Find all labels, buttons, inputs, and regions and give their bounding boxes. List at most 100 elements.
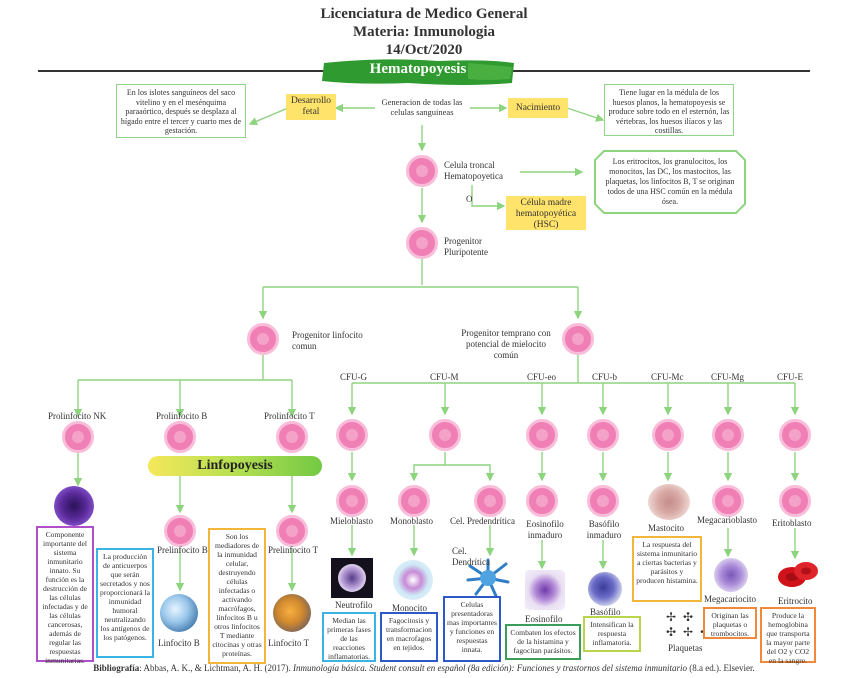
plaquetas-label: Plaquetas	[668, 643, 703, 653]
eritoblasto-label: Eritoblasto	[772, 518, 812, 528]
cfu-mg-label: CFU-Mg	[711, 372, 745, 382]
cfu-m-icon	[429, 419, 461, 451]
eritrocito-icon	[778, 562, 818, 587]
cfu-mc-label: CFU-Mc	[651, 372, 684, 382]
bibliography: Bibliografía: Abbas, A. K., & Lichtman, …	[0, 663, 848, 673]
linfocito-b-description: La producción de anticuerpos que serán s…	[96, 548, 154, 658]
pluripotent-progenitor-icon	[406, 227, 438, 259]
prolinfocito-b-icon	[164, 421, 196, 453]
monocito-icon	[393, 560, 433, 600]
o-label: O	[466, 194, 473, 204]
mastocito-description: La respuesta del sistema inmunitario a c…	[632, 536, 702, 602]
cfu-b-icon	[587, 419, 619, 451]
cfu-eo-label: CFU-eo	[527, 372, 556, 382]
birth-note: Tiene lugar en la médula de los huesos p…	[604, 84, 734, 136]
predendritica-icon	[474, 485, 506, 517]
basofilo-icon	[588, 572, 622, 606]
cfu-mg-icon	[712, 419, 744, 451]
basofilo-description: Intensifican la respuesta inflamatoria.	[583, 616, 641, 652]
linfocito-b-label: Linfocito B	[158, 638, 200, 648]
cfu-mc-icon	[652, 419, 684, 451]
eosinofilo-label: Eosinofilo	[525, 614, 563, 624]
cfu-e-icon	[779, 419, 811, 451]
prelinfocito-b-icon	[164, 515, 196, 547]
myeloid-progenitor-icon	[562, 323, 594, 355]
title-line-2: Materia: Inmunologia	[352, 24, 496, 40]
title-line-3: 14/Oct/2020	[385, 42, 463, 58]
plaquetas-icon: ✢ ✣✣ ✢ ✣	[666, 610, 713, 639]
eosinofilo-icon	[525, 570, 565, 610]
prelinfocito-t-label: Prelinfocito T	[268, 545, 319, 555]
linfocito-t-icon	[273, 594, 311, 632]
eritrocito-description: Produce la hemoglobina que transporta la…	[760, 607, 816, 665]
celula-troncal-label: Celula troncal Hematopoyetica	[444, 160, 503, 181]
linfopoyesis-banner: Linfopoyesis	[148, 456, 322, 476]
nacimiento-label: Nacimiento	[508, 98, 568, 118]
nk-description: Componente importante del sistema inmuni…	[36, 526, 94, 665]
neutrofilo-label: Neutrofilo	[335, 600, 373, 610]
monocito-description: Fagocitosis y transformacion en macrofag…	[380, 612, 438, 662]
prolinfocito-nk-icon	[62, 421, 94, 453]
megacarioblasto-icon	[712, 485, 744, 517]
prolinfocito-t-label: Prolinfocito T	[264, 411, 315, 421]
monocito-label: Monocito	[392, 603, 427, 613]
prolinfocito-t-icon	[276, 421, 308, 453]
eritrocito-label: Eritrocito	[778, 596, 813, 606]
eosinofilo-inmaduro-label: Eosinofilo inmaduro	[526, 519, 564, 540]
bibliography-tail: (8.a ed.). Elsevier.	[687, 663, 755, 673]
desarrollo-fetal-label: Desarrollo fetal	[286, 94, 336, 120]
bibliography-title: Inmunología básica. Student consult en e…	[293, 663, 687, 673]
prelinfocito-t-icon	[276, 515, 308, 547]
nk-cell-icon	[54, 486, 94, 526]
megacarioblasto-label: Megacarioblasto	[697, 515, 757, 525]
hematopoyesis-brush-banner	[322, 59, 514, 85]
hsc-note: Los eritrocitos, los granulocitos, los m…	[605, 157, 735, 206]
bibliography-label: Bibliografía	[93, 663, 140, 673]
fetal-development-note: En los islotes sanguíneos del saco vitel…	[116, 84, 246, 138]
basofilo-inmaduro-icon	[587, 485, 619, 517]
generacion-label: Generacion de todas las celulas sanguine…	[381, 97, 463, 117]
dendritica-description: Celulas presentadoras mas importantes y …	[443, 596, 501, 662]
hsc-note-octagon	[594, 150, 746, 214]
hematopoyesis-label: Hematopoyesis	[369, 61, 467, 77]
hematopoietic-stem-cell-icon	[406, 155, 438, 187]
bibliography-authors: : Abbas, A. K., & Lichtman, A. H. (2017)…	[139, 663, 294, 673]
mastocito-label: Mastocito	[648, 523, 684, 533]
lymphoid-progenitor-icon	[247, 323, 279, 355]
hsc-label: Célula madre hematopoyética (HSC)	[506, 196, 586, 230]
basofilo-inmaduro-label: Basófilo inmaduro	[586, 519, 622, 540]
eosinofilo-description: Combaten los efectos de la histamina y f…	[505, 624, 581, 660]
dendritica-icon	[466, 558, 510, 598]
cfu-b-label: CFU-b	[592, 372, 618, 382]
monoblasto-label: Monoblasto	[390, 516, 434, 526]
progenitor-mielocito-label: Progenitor temprano con potencial de mie…	[461, 328, 551, 360]
linfocito-t-description: Son los mediadores de la inmunidad celul…	[208, 528, 266, 664]
megacariocito-description: Originan las plaquetas o trombocitos.	[703, 607, 757, 639]
cfu-e-label: CFU-E	[777, 372, 804, 382]
cfu-g-label: CFU-G	[340, 372, 368, 382]
neutrofilo-description: Median las primeras fases de las reaccio…	[322, 612, 376, 662]
mastocito-icon	[648, 484, 690, 520]
title-line-1: Licenciatura de Medico General	[320, 6, 528, 22]
mieloblasto-label: Mieloblasto	[330, 516, 373, 526]
neutrofilo-image	[331, 558, 373, 598]
predendritica-label: Cel. Predendrítica	[450, 516, 515, 526]
monoblasto-icon	[398, 485, 430, 517]
basofilo-label: Basófilo	[590, 607, 621, 617]
prolinfocito-b-label: Prolinfocito B	[156, 411, 208, 421]
megacariocito-icon	[714, 558, 748, 592]
dendritica-label: Cel. Dendrítica	[452, 546, 490, 567]
progenitor-pluripotente-label: Progenitor Pluripotente	[444, 236, 488, 257]
cfu-eo-icon	[526, 419, 558, 451]
cfu-g-icon	[336, 419, 368, 451]
eosinofilo-inmaduro-icon	[526, 485, 558, 517]
linfocito-b-icon	[160, 594, 198, 632]
eritoblasto-icon	[779, 485, 811, 517]
prelinfocito-b-label: Prelinfocito B	[157, 545, 208, 555]
prolinfocito-nk-label: Prolinfocito NK	[48, 411, 107, 421]
linfocito-t-label: Linfocito T	[268, 638, 310, 648]
progenitor-linfocito-label: Progenitor linfocito comun	[292, 330, 363, 351]
cfu-m-label: CFU-M	[430, 372, 459, 382]
megacariocito-label: Megacariocito	[704, 594, 756, 604]
